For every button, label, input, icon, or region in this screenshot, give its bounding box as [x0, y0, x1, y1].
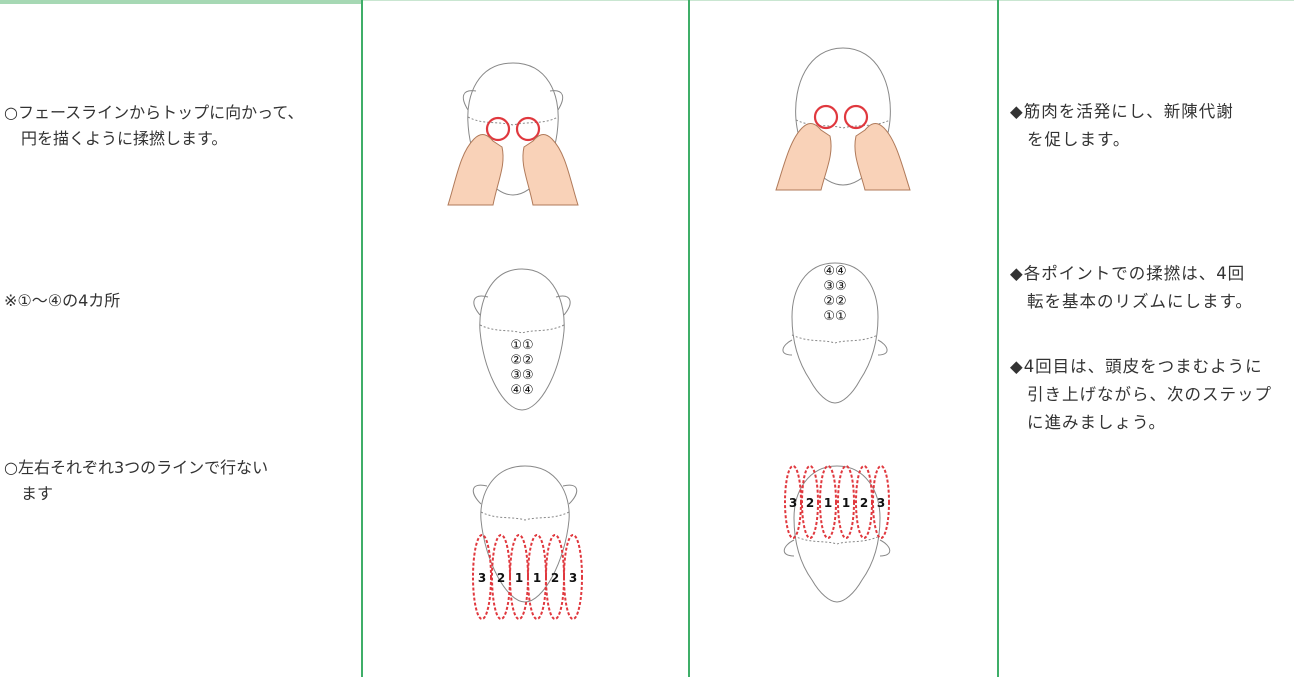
note-line: に進みましょう。	[1010, 409, 1285, 437]
line-number: 1	[824, 496, 832, 510]
instruction-line: ます	[4, 481, 268, 507]
right-hand	[855, 124, 910, 190]
line-number: 2	[806, 496, 814, 510]
line-number: 1	[533, 571, 541, 585]
head-points-back-illustration: ④④ ③③ ②② ①①	[770, 255, 900, 415]
note-line: 転を基本のリズムにします。	[1010, 288, 1285, 316]
line-number: 2	[860, 496, 868, 510]
note-line: を促します。	[1010, 126, 1285, 154]
point-label: ③③	[510, 368, 533, 383]
line-number: 2	[551, 571, 559, 585]
right-hand	[523, 135, 578, 205]
line-number: 3	[478, 571, 486, 585]
note-metabolism: ◆筋肉を活発にし、新陳代謝 を促します。	[1010, 98, 1285, 154]
instruction-line: ○左右それぞれ3つのラインで行ない	[4, 455, 268, 481]
point-label: ③③	[823, 279, 846, 294]
note-line: ◆各ポイントでの揉撚は、4回	[1010, 260, 1285, 288]
column-divider-2	[688, 0, 690, 677]
line-number: 3	[569, 571, 577, 585]
point-label: ①①	[510, 338, 533, 353]
head-hands-top-illustration	[768, 40, 918, 205]
line-number: 3	[877, 496, 885, 510]
line-number: 2	[497, 571, 505, 585]
instruction-line: 円を描くように揉撚します。	[4, 126, 304, 152]
head-lines-front-illustration: 3 2 1 1 2 3	[455, 462, 595, 622]
note-line: ◆4回目は、頭皮をつまむように	[1010, 353, 1285, 381]
point-label: ②②	[823, 294, 846, 309]
note-line: 引き上げながら、次のステップ	[1010, 381, 1285, 409]
instruction-line: ○フェースラインからトップに向かって、	[4, 100, 304, 126]
head-hands-front-illustration	[438, 55, 588, 215]
left-hand	[776, 124, 831, 190]
left-hand	[448, 135, 503, 205]
instruction-massage-circles: ○フェースラインからトップに向かって、 円を描くように揉撚します。	[4, 100, 304, 152]
column-divider-1	[361, 0, 363, 677]
instruction-line: ※①～④の4カ所	[4, 288, 120, 314]
point-label: ④④	[823, 264, 846, 279]
instruction-three-lines: ○左右それぞれ3つのラインで行ない ます	[4, 455, 268, 507]
line-number: 1	[515, 571, 523, 585]
instruction-four-points: ※①～④の4カ所	[4, 288, 120, 314]
point-label: ②②	[510, 353, 533, 368]
column-divider-3	[997, 0, 999, 677]
top-border-left	[0, 0, 361, 4]
point-label: ④④	[510, 383, 533, 398]
head-lines-back-illustration: 3 2 1 1 2 3	[772, 462, 902, 612]
line-number: 1	[842, 496, 850, 510]
note-rhythm: ◆各ポイントでの揉撚は、4回 転を基本のリズムにします。	[1010, 260, 1285, 316]
point-label: ①①	[823, 309, 846, 324]
top-border-right	[361, 0, 1294, 1]
line-number: 3	[789, 496, 797, 510]
note-next-step: ◆4回目は、頭皮をつまむように 引き上げながら、次のステップ に進みましょう。	[1010, 353, 1285, 437]
note-line: ◆筋肉を活発にし、新陳代謝	[1010, 98, 1285, 126]
head-points-front-illustration: ①① ②② ③③ ④④	[462, 265, 582, 425]
